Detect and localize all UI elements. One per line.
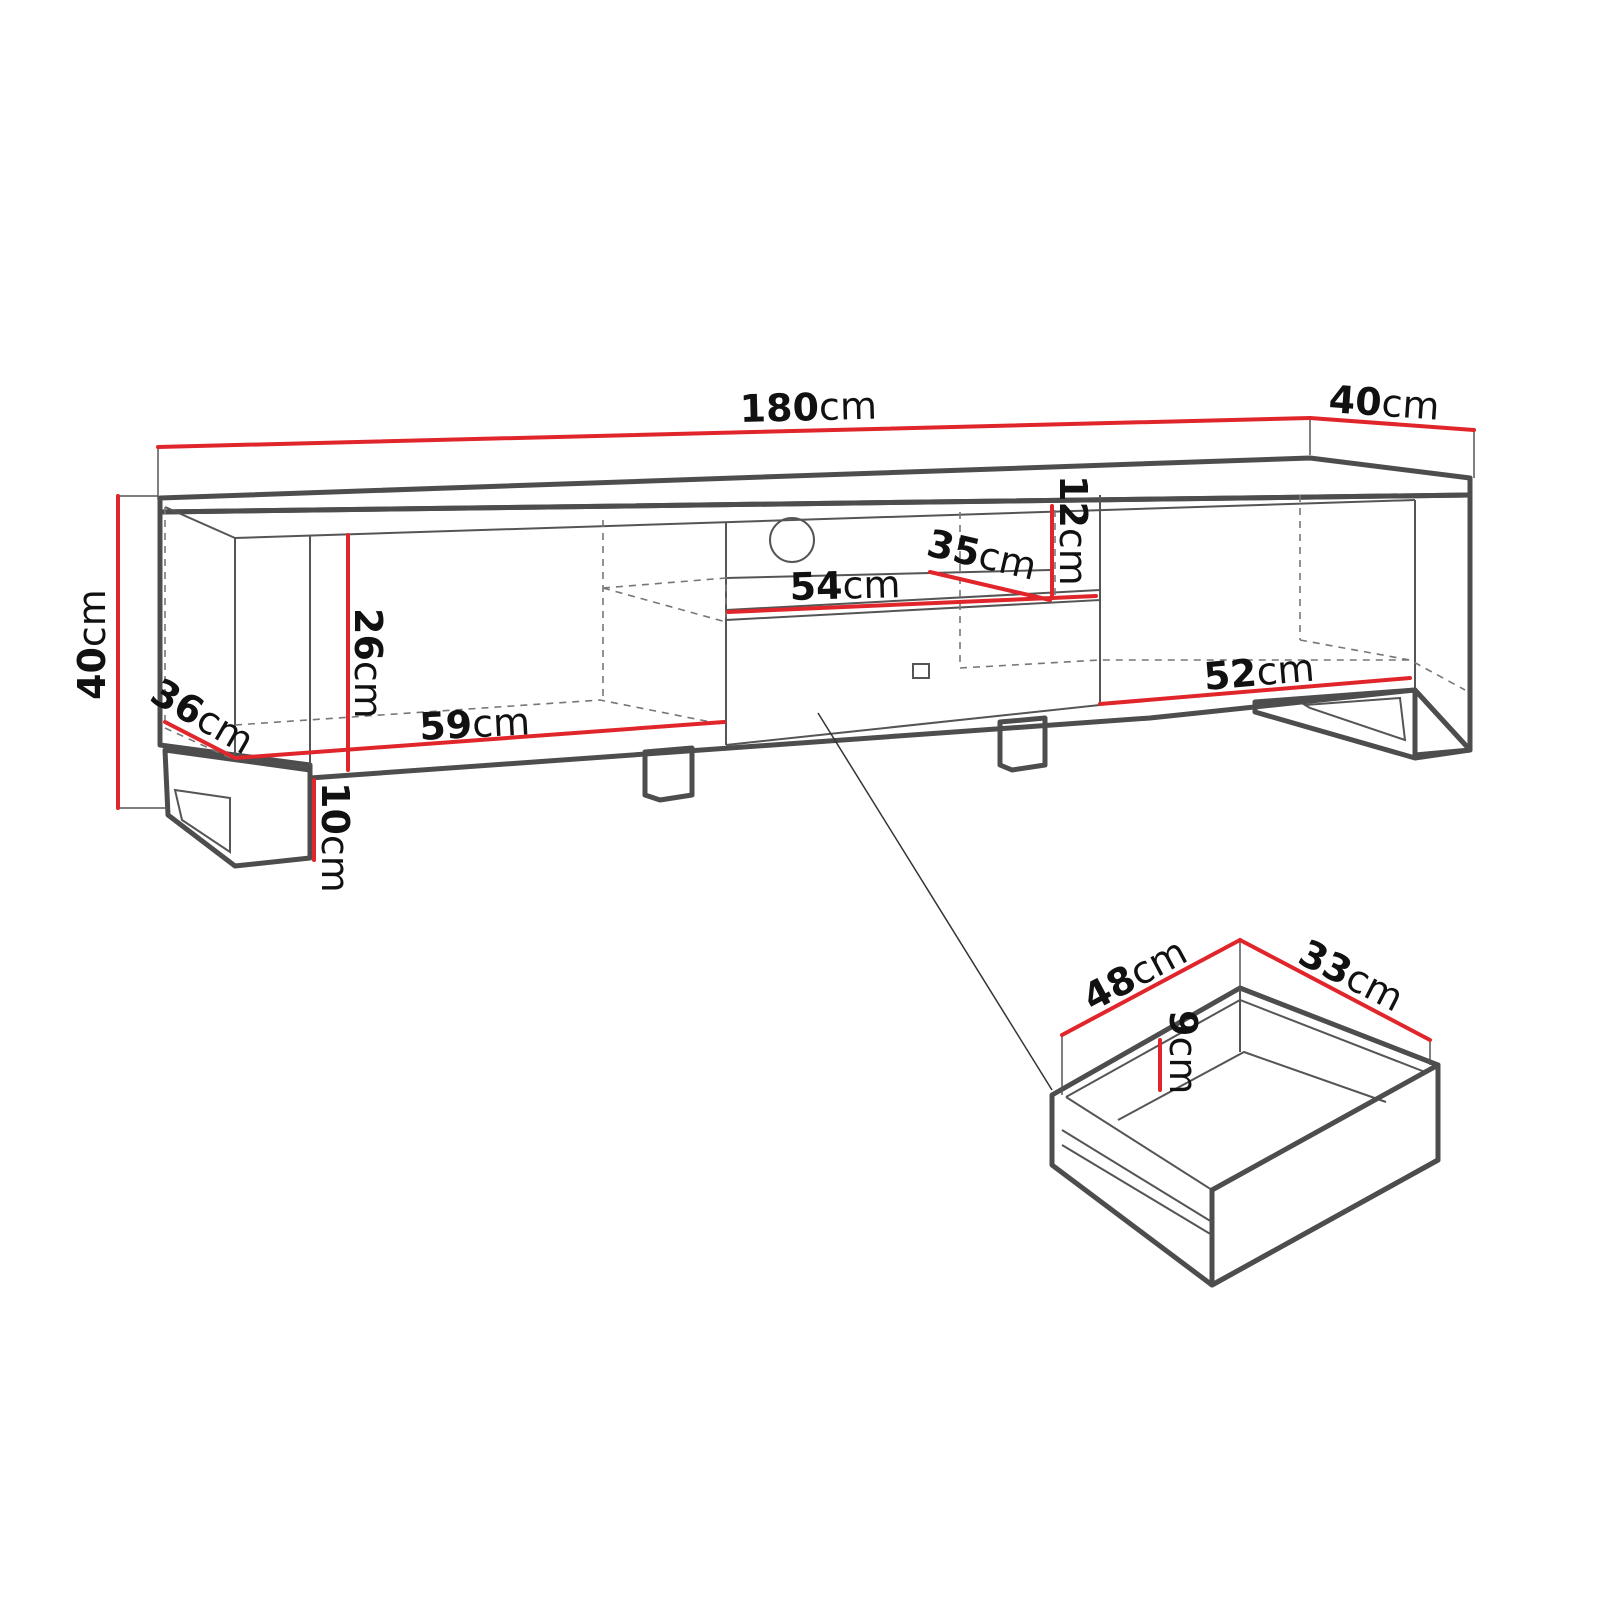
- dim-line-depth-top: [1308, 416, 1476, 432]
- cabinet-leg-right: [1252, 687, 1473, 761]
- dim-line-total-width: [156, 416, 1312, 449]
- label-middle-shelf-depth: 35cm: [923, 521, 1041, 589]
- label-drawer-width: 48cm: [1076, 929, 1194, 1020]
- dimension-lines: [116, 416, 1476, 1095]
- drawer-handle-icon: [912, 663, 930, 679]
- label-leg-height: 10cm: [313, 782, 357, 893]
- dim-line-left-shelf-width: [233, 720, 726, 760]
- dim-line-right-shelf-width: [1098, 676, 1412, 706]
- label-compartment-height: 26cm: [346, 608, 390, 719]
- cabinet-leg-left: [162, 747, 313, 869]
- label-drawer-height: 9cm: [1161, 1010, 1205, 1094]
- label-depth-top: 40cm: [1327, 377, 1441, 429]
- dim-line-middle-shelf-depth: [928, 570, 1052, 602]
- dim-line-drawer-depth: [1238, 938, 1432, 1042]
- label-drawer-depth: 33cm: [1292, 931, 1411, 1021]
- label-middle-opening-height: 12cm: [1051, 475, 1095, 586]
- label-total-width: 180cm: [739, 384, 877, 431]
- leader-line: [817, 712, 1053, 1091]
- label-height: 40cm: [70, 589, 114, 700]
- label-right-shelf-width: 52cm: [1202, 645, 1316, 698]
- tv-cabinet: [157, 455, 1473, 869]
- dim-line-middle-shelf-width: [726, 596, 1054, 614]
- label-middle-shelf-width: 54cm: [789, 562, 901, 609]
- dim-line-side-depth: [163, 720, 237, 760]
- dim-line-drawer-width: [1060, 938, 1242, 1037]
- label-left-shelf-width: 59cm: [418, 699, 531, 749]
- dimension-labels: 180cm 40cm 40cm 36cm 26cm 10cm 59cm 54cm…: [70, 377, 1441, 1094]
- cabinet-leg-center-left: [642, 745, 695, 803]
- dim-line-middle-opening-tick: [1050, 594, 1098, 600]
- cable-hole: [769, 517, 815, 563]
- cabinet-leg-center-right: [997, 715, 1048, 773]
- drawer-front-panel: [1209, 1062, 1441, 1288]
